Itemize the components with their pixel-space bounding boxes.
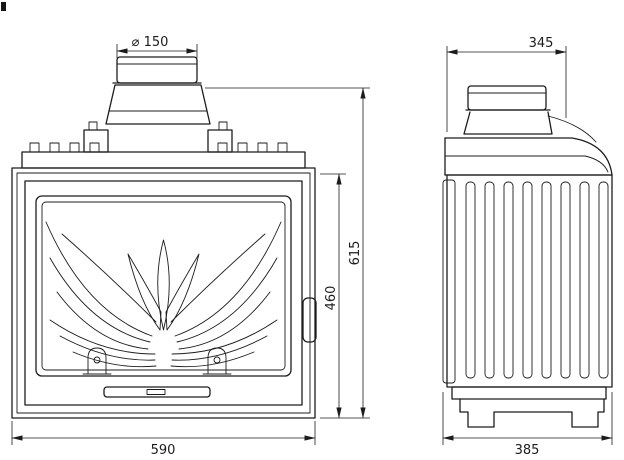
front-flue-pipe <box>105 56 211 125</box>
front-top-fins <box>21 121 306 169</box>
dim-front-width-label: 590 <box>151 443 176 458</box>
door-ornament-pattern <box>45 221 282 368</box>
front-body-casing <box>11 167 316 419</box>
dimensions: ⌀ 150 615 460 590 345 <box>11 35 613 458</box>
dim-body-height: 460 <box>320 173 346 419</box>
side-top-cap <box>444 115 613 176</box>
dim-bottom-depth: 385 <box>442 392 613 458</box>
dim-total-height: 615 <box>205 87 370 419</box>
side-body <box>442 174 613 388</box>
front-view <box>11 56 317 419</box>
corner-scan-mark <box>1 2 6 11</box>
side-heat-fins <box>465 181 609 379</box>
door-latch-right <box>202 347 232 375</box>
dim-flue-diameter-label: ⌀ 150 <box>132 35 169 50</box>
side-latch-handle <box>302 297 317 343</box>
dim-top-depth-label: 345 <box>529 36 554 51</box>
door-handle-bar <box>103 386 211 398</box>
dim-flue-diameter: ⌀ 150 <box>116 35 198 58</box>
dim-top-depth: 345 <box>446 36 567 132</box>
side-flue-pipe <box>463 85 553 135</box>
side-base-feet <box>451 386 607 428</box>
side-view <box>442 85 613 428</box>
door-latch-left <box>82 347 112 375</box>
dim-body-height-label: 460 <box>324 286 339 311</box>
dim-front-width: 590 <box>11 421 316 458</box>
dim-total-height-label: 615 <box>348 241 363 266</box>
dim-bottom-depth-label: 385 <box>515 443 540 458</box>
